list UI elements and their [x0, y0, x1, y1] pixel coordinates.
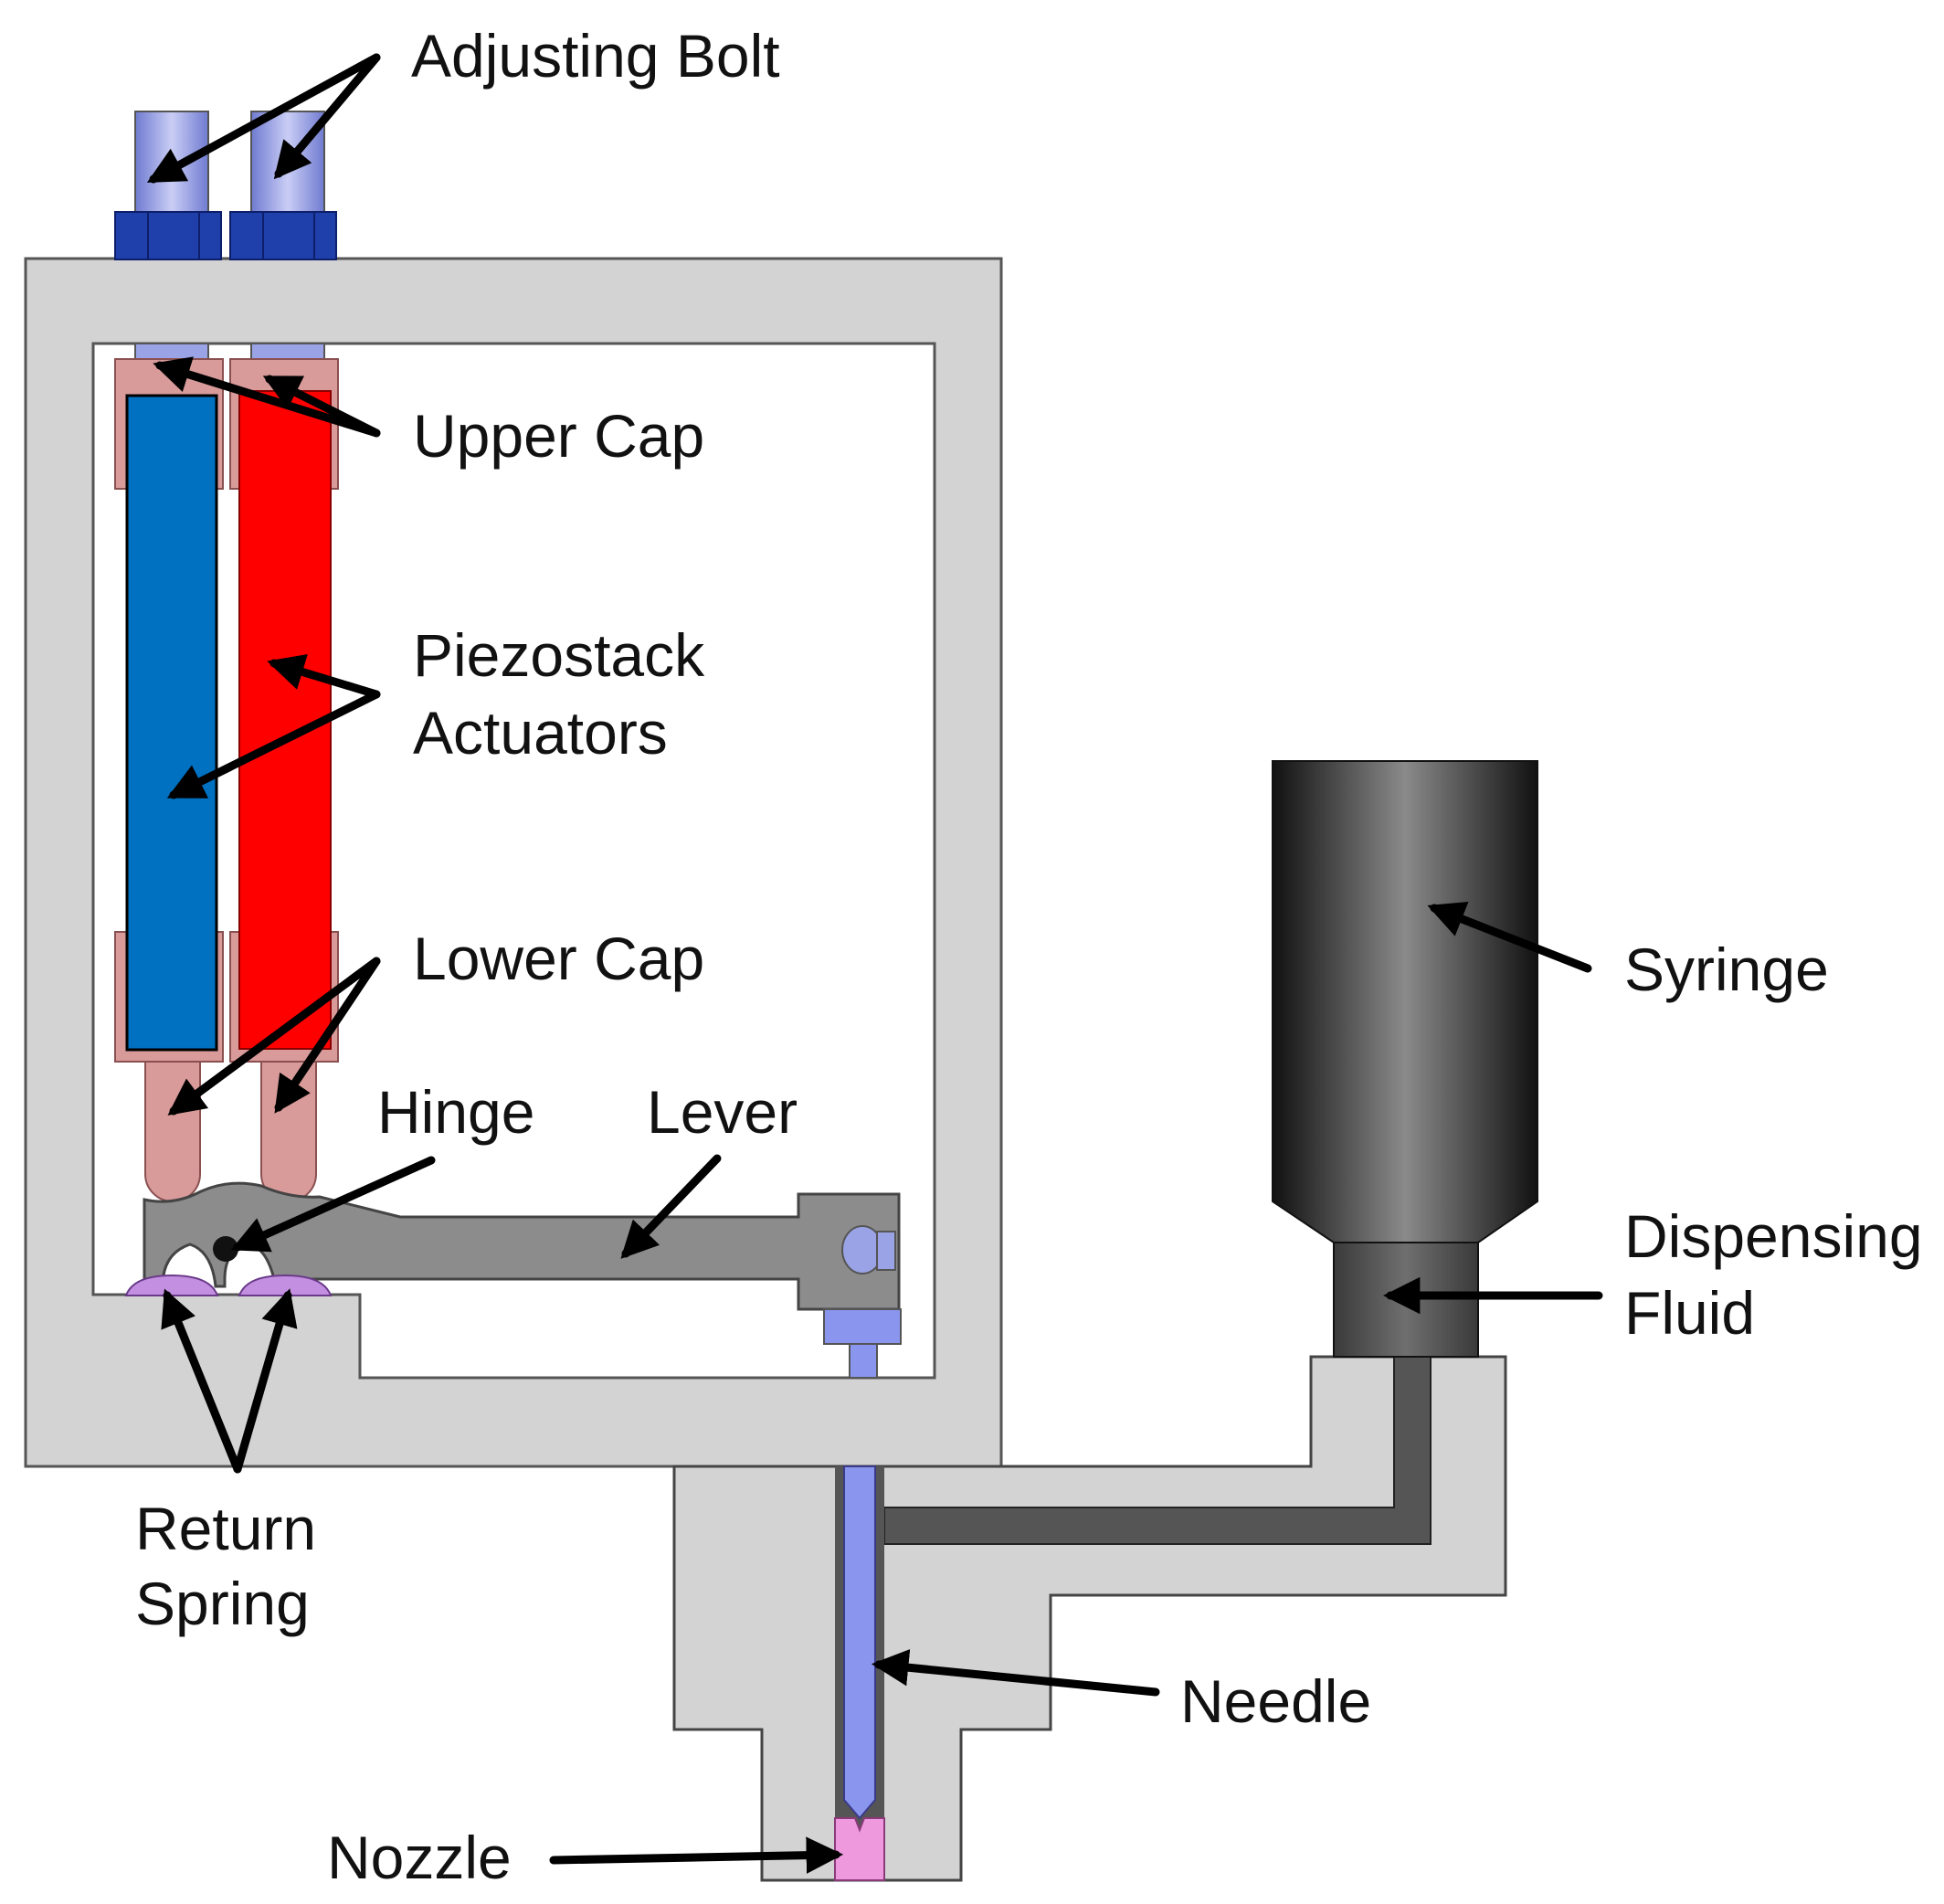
cap-leg-left [144, 1061, 201, 1202]
label-needle: Needle [1180, 1667, 1371, 1735]
needle-connector [823, 1308, 902, 1345]
label-fluid: Fluid [1624, 1279, 1755, 1347]
adjusting-bolt-nut-right [229, 211, 337, 260]
piezostack-actuator-right [238, 390, 332, 1050]
bolt-tip-left [134, 343, 209, 361]
piezostack-actuator-left [125, 394, 218, 1052]
adjusting-bolt-nut-left [114, 211, 222, 260]
lever [143, 1181, 901, 1311]
label-adjusting-bolt: Adjusting Bolt [411, 22, 780, 90]
nozzle-insert [834, 1817, 885, 1881]
label-piezostack: Piezostack [413, 621, 705, 689]
leader-arrows [146, 53, 1603, 1874]
syringe [1272, 760, 1538, 1243]
adjusting-bolt-left [134, 111, 209, 215]
label-upper-cap: Upper Cap [413, 402, 704, 470]
label-lever: Lever [647, 1078, 798, 1146]
bolt-tip-right [250, 343, 325, 361]
label-actuators: Actuators [413, 699, 668, 767]
return-spring-left [124, 1274, 219, 1296]
label-spring: Spring [135, 1570, 310, 1637]
needle [843, 1465, 876, 1820]
label-dispensing: Dispensing [1624, 1202, 1923, 1270]
cap-leg-right [260, 1061, 317, 1202]
label-lower-cap: Lower Cap [413, 925, 704, 992]
label-hinge: Hinge [377, 1078, 534, 1146]
label-syringe: Syringe [1624, 936, 1829, 1003]
label-nozzle: Nozzle [327, 1824, 512, 1891]
label-return: Return [135, 1495, 316, 1562]
